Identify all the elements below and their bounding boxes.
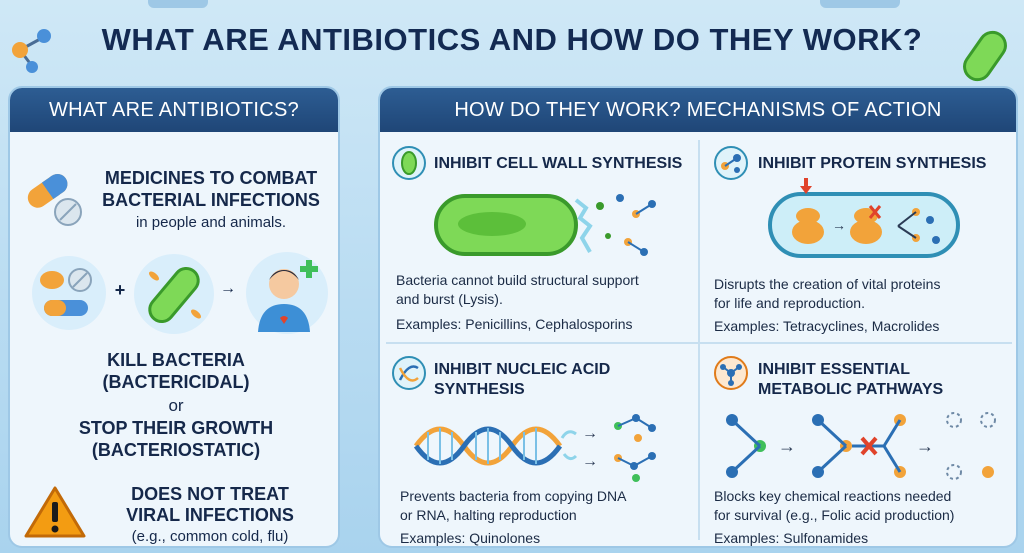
pathway-icon [714,356,748,390]
dna-helix-icon: → → [413,414,656,482]
ribosome-inhibition-icon: → [768,178,960,258]
mechanism-title-line-2: SYNTHESIS [434,381,525,398]
svg-text:→: → [778,436,796,456]
mechanism-protein-synthesis: INHIBIT PROTEIN SYNTHESIS → Disrupts the… [700,140,1016,340]
purpose-line-2: BACTERIAL INFECTIONS [102,190,320,210]
mechanism-nucleic-acid: INHIBIT NUCLEIC ACID SYNTHESIS → → Preve… [380,346,698,546]
svg-text:→: → [916,436,934,456]
warning-line-1: DOES NOT TREAT [131,484,289,504]
capsule-pills-icon [27,173,82,226]
blocked-pathway-icon: → → [726,412,996,480]
molecule-icon [714,146,748,180]
mechanism-title-line-1: INHIBIT NUCLEIC ACID [434,361,611,378]
divider-vertical [698,140,700,540]
dna-icon [392,356,426,390]
top-bar-decoration [820,0,900,8]
mechanisms-panel: HOW DO THEY WORK? MECHANISMS OF ACTION I… [378,86,1018,548]
mechanism-description-2: or RNA, halting reproduction [400,507,577,523]
healthy-person-icon [258,260,318,332]
warning-icon [24,486,86,538]
kill-line-1: KILL BACTERIA [107,350,245,370]
bacterium-icon [148,266,201,324]
mechanism-description-1: Blocks key chemical reactions needed [714,488,952,504]
definition-panel-header: WHAT ARE ANTIBIOTICS? [10,88,338,132]
arrow-sign: → [220,280,236,297]
stop-line-1: STOP THEIR GROWTH [78,418,274,438]
warning-sub: (e.g., common cold, flu) [131,528,289,545]
bacterium-decoration-icon [963,30,1007,82]
top-bar-decoration [148,0,208,8]
bacterium-icon [392,146,426,180]
kill-line-2: (BACTERICIDAL) [102,372,250,392]
molecule-decoration-icon [12,29,51,73]
mechanism-title-line-1: INHIBIT ESSENTIAL [758,361,911,378]
mechanism-examples: Examples: Tetracyclines, Macrolides [714,318,940,334]
mechanism-cell-wall: INHIBIT CELL WALL SYNTHESIS Bacteria can… [380,140,698,340]
or-text: or [168,396,184,415]
stop-line-2: (BACTERIOSTATIC) [91,440,261,460]
pills-icon [40,268,92,316]
pills-circle [32,256,106,330]
mechanism-examples: Examples: Sulfonamides [714,530,869,546]
mechanism-title: INHIBIT PROTEIN SYNTHESIS [758,155,987,172]
mechanisms-panel-header: HOW DO THEY WORK? MECHANISMS OF ACTION [380,88,1016,132]
mechanism-description-2: and burst (Lysis). [396,291,503,307]
purpose-line-1: MEDICINES TO COMBAT [104,168,318,188]
svg-text:→: → [582,425,598,442]
definition-panel: WHAT ARE ANTIBIOTICS? MEDICINES TO COMBA… [8,86,340,548]
page-title: WHAT ARE ANTIBIOTICS AND HOW DO THEY WOR… [101,22,923,57]
purpose-sub: in people and animals. [135,214,287,231]
svg-text:→: → [832,217,846,233]
mechanism-title-line-2: METABOLIC PATHWAYS [758,381,944,398]
mechanism-examples: Examples: Quinolones [400,530,541,546]
mechanism-title: INHIBIT CELL WALL SYNTHESIS [434,155,683,172]
plus-sign: + [114,280,126,300]
mechanism-examples: Examples: Penicillins, Cephalosporins [396,316,633,332]
mechanism-description-1: Bacteria cannot build structural support [396,272,639,288]
bursting-bacterium-icon [434,194,656,256]
svg-text:→: → [582,453,598,470]
warning-line-2: VIRAL INFECTIONS [126,505,294,525]
mechanism-description-1: Prevents bacteria from copying DNA [400,488,627,504]
mechanism-description-1: Disrupts the creation of vital proteins [714,276,941,292]
mechanism-description-2: for life and reproduction. [714,295,865,311]
divider-horizontal [386,342,1012,344]
mechanism-metabolic-pathways: INHIBIT ESSENTIAL METABOLIC PATHWAYS → →… [700,346,1016,546]
mechanism-description-2: for survival (e.g., Folic acid productio… [714,507,955,523]
